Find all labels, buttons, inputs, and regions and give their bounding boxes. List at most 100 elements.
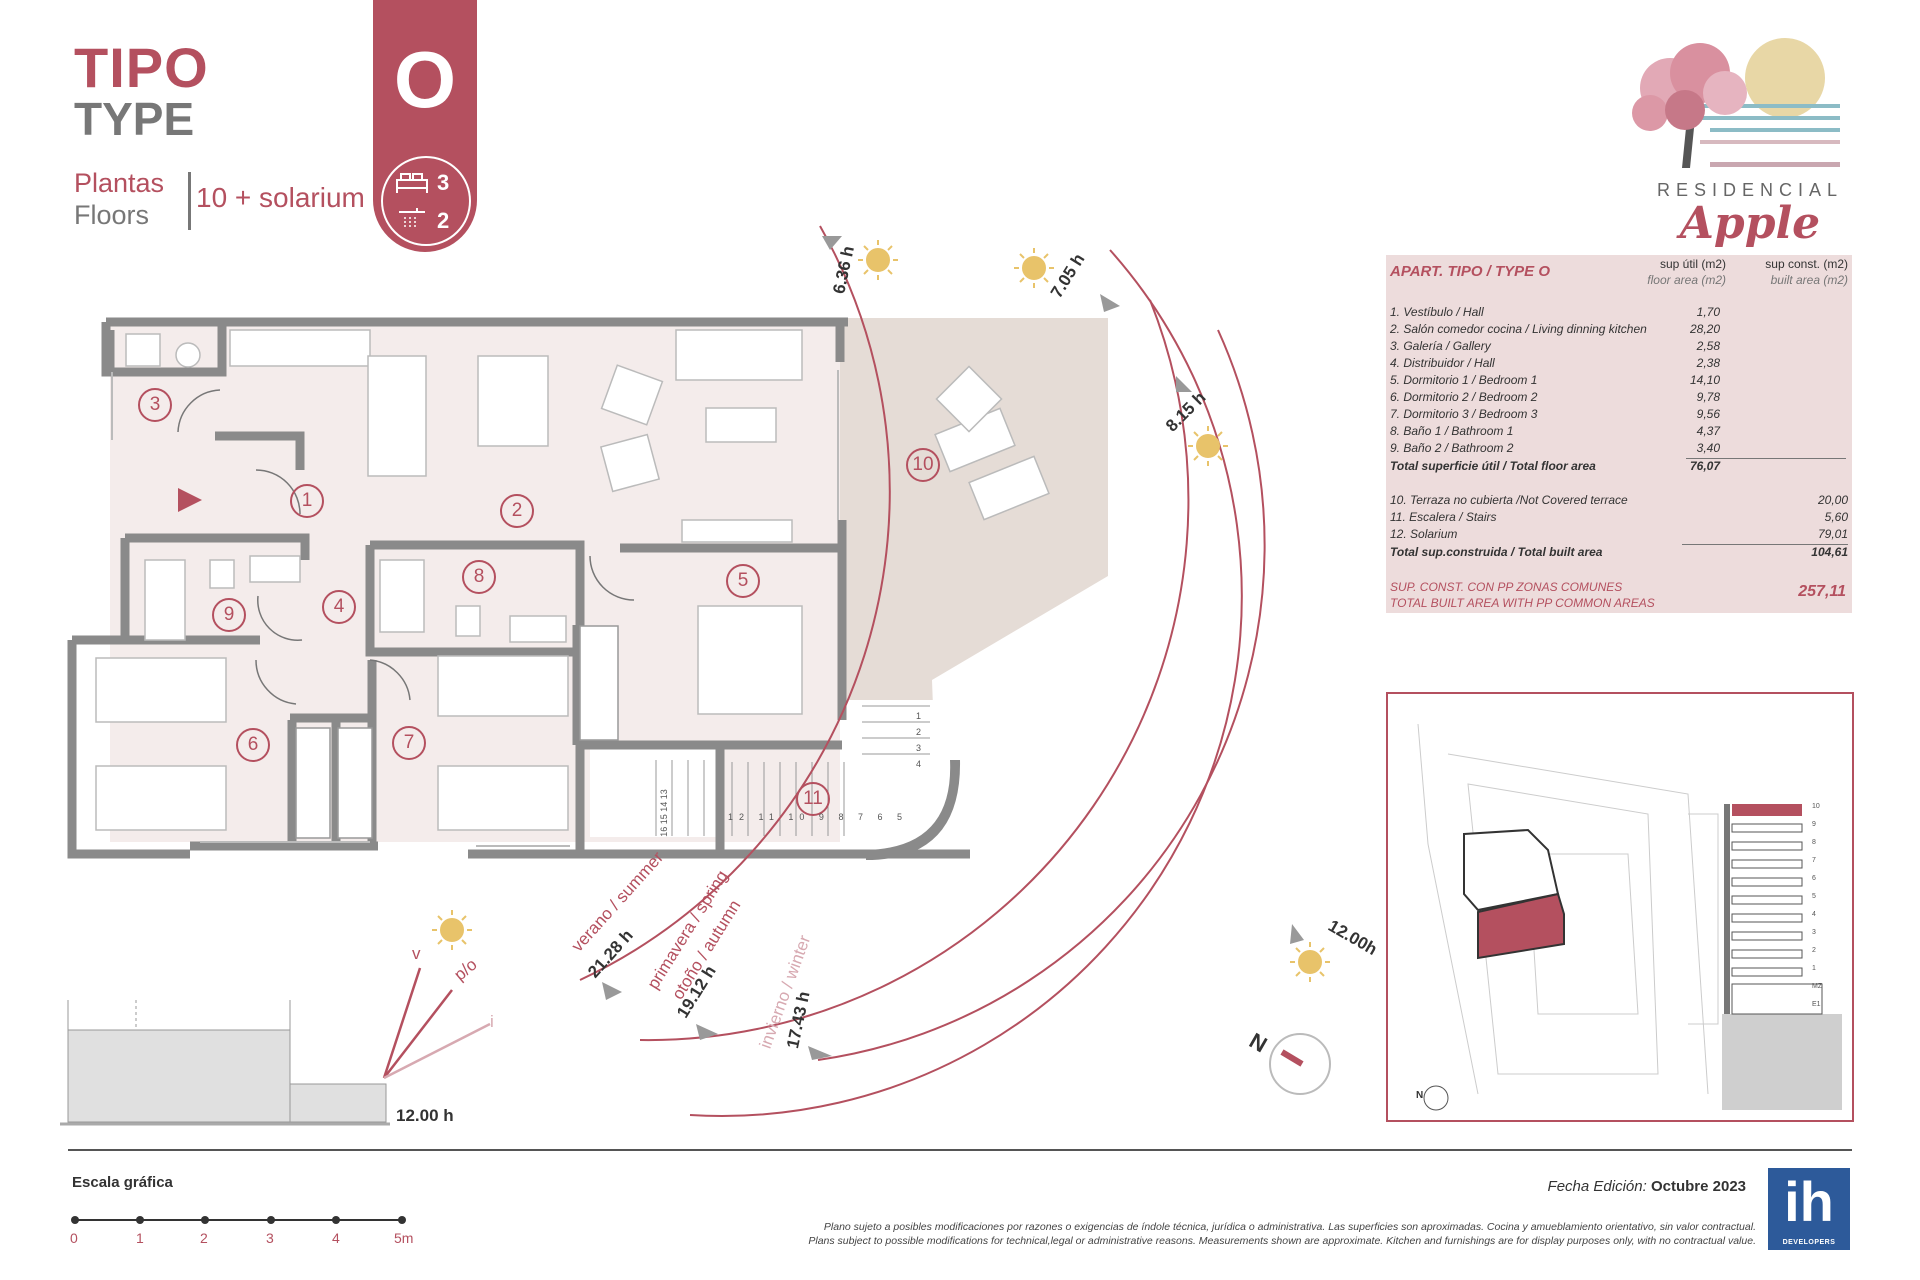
step-number: 10 [788, 812, 811, 822]
row-label: 8. Baño 1 / Bathroom 1 [1390, 424, 1514, 438]
developer-logo-text: ih [1784, 1170, 1834, 1233]
floor-label: 6 [1812, 875, 1816, 882]
row-label: 4. Distribuidor / Hall [1390, 356, 1495, 370]
step-number: 4 [916, 759, 922, 769]
row-useful: 4,37 [1696, 424, 1720, 438]
row-useful: 3,40 [1696, 441, 1720, 455]
area-table: APART. TIPO / TYPE O sup útil (m2) floor… [1386, 255, 1852, 613]
toilet [455, 605, 481, 637]
bathroom-count: 2 [437, 208, 450, 233]
bedroom-count: 3 [437, 170, 450, 195]
row-label: 1. Vestíbulo / Hall [1390, 305, 1484, 319]
tv-unit [681, 519, 793, 543]
table-row: 10. Terraza no cubierta /Not Covered ter… [1390, 493, 1848, 508]
sun-icon [1188, 426, 1228, 466]
row-label: Total sup.construida / Total built area [1390, 545, 1603, 559]
boiler [175, 342, 201, 368]
row-label: 3. Galería / Gallery [1390, 339, 1491, 353]
kitchen-island [367, 355, 427, 477]
bathtub [379, 559, 425, 633]
edition-date-value: Octubre 2023 [1650, 1178, 1746, 1195]
row-built: 79,01 [1817, 527, 1848, 541]
scale-tick: 0 [70, 1230, 78, 1246]
sun-lounger [968, 455, 1050, 521]
table-row: 8. Baño 1 / Bathroom 1 4,37 [1390, 424, 1848, 439]
floors-label-en: Floors [74, 200, 150, 230]
stair-block [590, 745, 720, 837]
row-built: 20,00 [1817, 493, 1848, 507]
armchair [599, 433, 661, 493]
logo-residencial: RESIDENCIAL [1656, 180, 1844, 200]
row-label: 5. Dormitorio 1 / Bedroom 1 [1390, 373, 1538, 387]
section-block [67, 1029, 291, 1123]
row-useful: 14,10 [1689, 373, 1720, 387]
legal-note-es: Plano sujeto a posibles modificaciones p… [823, 1221, 1756, 1233]
site-north-label: N [1416, 1090, 1424, 1101]
common-label-es: SUP. CONST. CON PP ZONAS COMUNES [1390, 580, 1623, 594]
row-label: 2. Salón comedor cocina / Living dinning… [1390, 322, 1647, 336]
ray-winter-label: i [490, 1012, 494, 1031]
room-number: 5 [726, 564, 760, 598]
armchair [600, 364, 664, 426]
total-built-row: Total sup.construida / Total built area 1… [1390, 545, 1848, 560]
step-number: 6 [877, 812, 889, 822]
shower-icon [399, 208, 425, 228]
scale-tick: 4 [332, 1230, 340, 1246]
scale-tick: 3 [266, 1230, 274, 1246]
row-useful: 1,70 [1696, 305, 1720, 319]
table-row: 1. Vestíbulo / Hall 1,70 [1390, 305, 1848, 320]
vanity [509, 615, 567, 643]
row-built: 104,61 [1811, 545, 1848, 559]
single-bed [95, 765, 227, 831]
kitchen-counter [229, 329, 371, 367]
entrance-arrow-icon [178, 488, 202, 512]
floor-label: 2 [1812, 947, 1816, 954]
step-number: 7 [857, 812, 869, 822]
single-bed [437, 655, 569, 717]
title-type: TYPE [74, 93, 195, 145]
section-terrace [289, 1083, 387, 1123]
sun-arcs [579, 225, 1266, 1117]
floor-label: MZ [1812, 983, 1823, 990]
coffee-table [705, 407, 777, 443]
sink [249, 555, 301, 583]
wardrobes [295, 625, 619, 839]
sun-icon [1290, 942, 1330, 982]
row-built: 5,60 [1824, 510, 1848, 524]
divider [1682, 544, 1848, 545]
single-bed [437, 765, 569, 831]
row-useful: 76,07 [1689, 459, 1720, 473]
elevation-floor-labels: 10 9 8 7 6 5 4 3 2 1 MZ E1 [1812, 798, 1832, 1014]
developer-logo: ih DEVELOPERS [1768, 1168, 1850, 1250]
floors-label-es: Plantas [74, 168, 165, 198]
terrace-table [935, 365, 1003, 433]
total-useful-row: Total superficie útil / Total floor area… [1390, 459, 1848, 474]
title-tipo: TIPO [74, 36, 209, 99]
room-number: 8 [462, 560, 496, 594]
table-row: 3. Galería / Gallery 2,58 [1390, 339, 1848, 354]
floor-label: 1 [1812, 965, 1816, 972]
common-label-en: TOTAL BUILT AREA WITH PP COMMON AREAS [1390, 596, 1655, 610]
col-built-title: sup const. (m2) [1765, 257, 1848, 271]
apple-tree-logo [1632, 38, 1840, 168]
single-bed [95, 657, 227, 723]
scale-tick: 1 [136, 1230, 144, 1246]
stair-step-labels: 1 2 3 4 [916, 708, 926, 772]
row-useful: 2,58 [1696, 339, 1720, 353]
floor-label: 8 [1812, 839, 1816, 846]
site-plan-drawing [1417, 723, 1842, 1111]
row-useful: 28,20 [1689, 322, 1720, 336]
legal-note-en: Plans subject to possible modifications … [808, 1235, 1756, 1247]
double-bed [697, 605, 803, 715]
floors-value: 10 + solarium [196, 182, 365, 213]
room-number: 2 [500, 494, 534, 528]
row-useful: 9,56 [1696, 407, 1720, 421]
floor-label: 4 [1812, 911, 1816, 918]
sun-icon [1014, 248, 1054, 288]
